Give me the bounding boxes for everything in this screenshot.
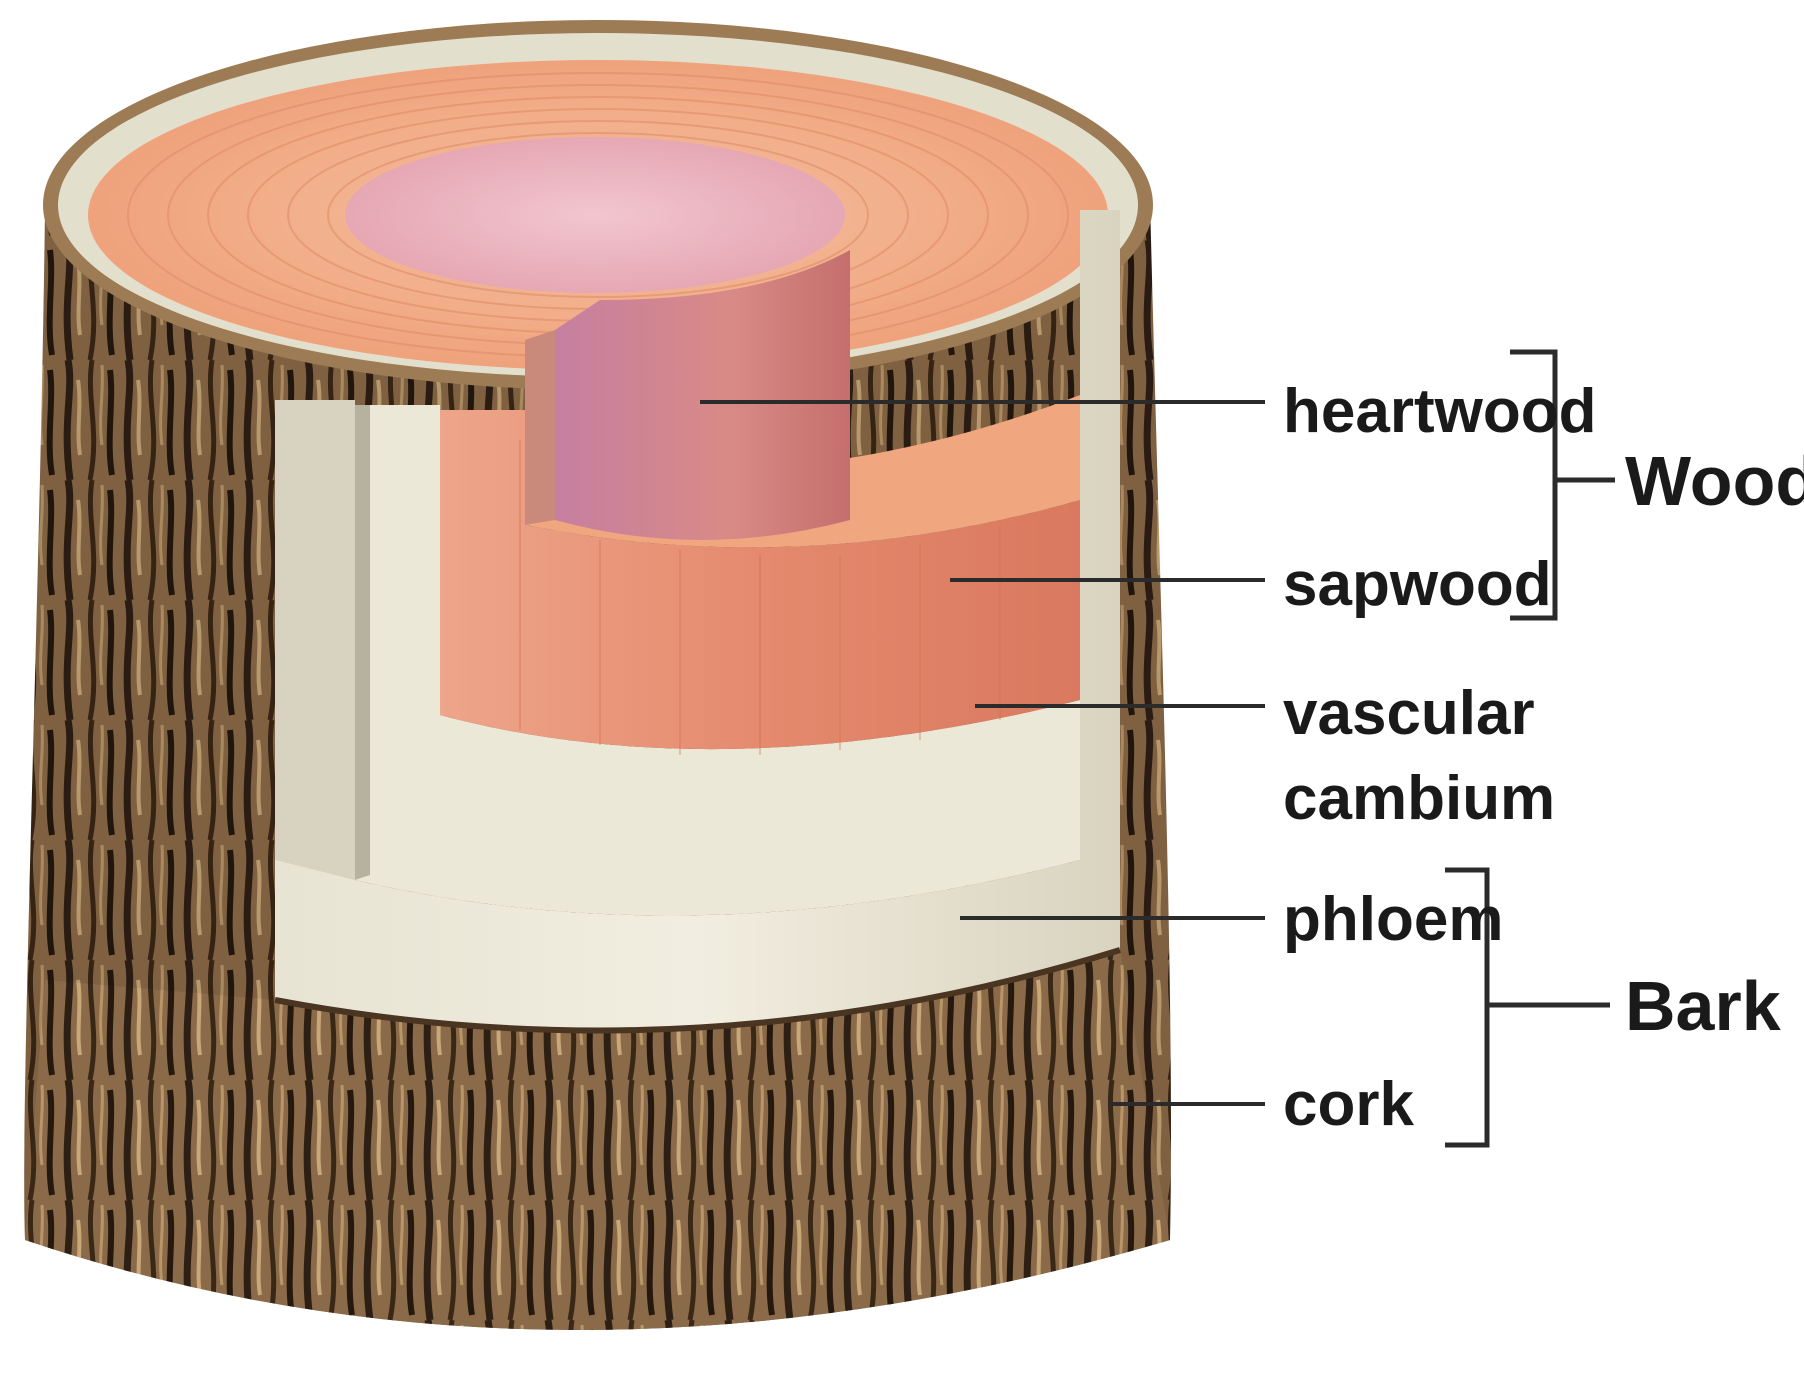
label-group-wood: Wood — [1625, 442, 1804, 520]
label-phloem: phloem — [1283, 885, 1503, 954]
label-vascular-cambium-line2: cambium — [1283, 764, 1555, 833]
label-group-bark: Bark — [1625, 967, 1781, 1045]
label-heartwood: heartwood — [1283, 377, 1596, 446]
label-vascular-cambium-line1: vascular — [1283, 679, 1535, 748]
label-sapwood: sapwood — [1283, 550, 1552, 619]
label-cork: cork — [1283, 1070, 1414, 1139]
